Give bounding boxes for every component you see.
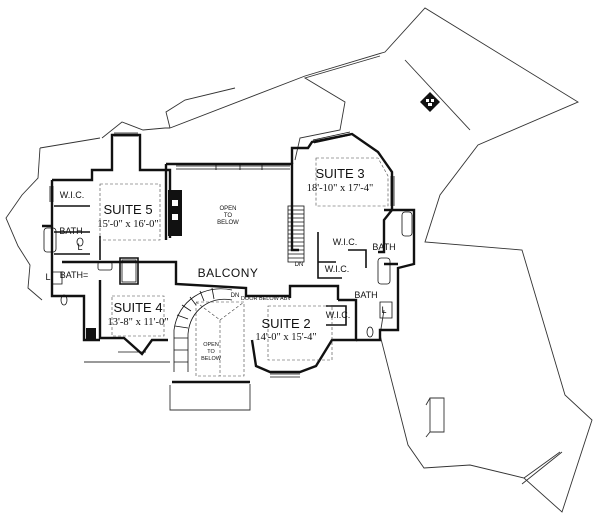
roof-outline bbox=[5, 7, 593, 513]
suite4-dims: 13'-8" x 11'-0" bbox=[108, 317, 169, 328]
windows bbox=[49, 131, 395, 378]
bathtub-icon bbox=[43, 227, 57, 253]
bath-label-shared: BATH= bbox=[60, 270, 89, 280]
sink-icon bbox=[121, 259, 137, 283]
balcony-label: BALCONY bbox=[198, 266, 259, 280]
floor-walls bbox=[42, 132, 416, 384]
curved-stairs bbox=[173, 287, 233, 372]
fixtures bbox=[43, 211, 413, 338]
l-label-left: L bbox=[45, 272, 50, 282]
sink-icon bbox=[97, 261, 113, 271]
l-label-suite5: L bbox=[77, 242, 82, 252]
toilet-icon bbox=[76, 237, 84, 247]
open-to-below-bottom-1: OPEN bbox=[203, 342, 219, 348]
suite5-dims: 15'-0" x 16'-0" bbox=[97, 219, 158, 230]
dn-label-curved: DN bbox=[231, 293, 240, 299]
l-label-suite2: L bbox=[381, 305, 386, 315]
room-labels: SUITE 5 15'-0" x 16'-0" SUITE 3 18'-10" … bbox=[45, 166, 395, 362]
wic-label-suite5: W.I.C. bbox=[60, 190, 85, 200]
suite2-dims: 14'-0" x 15'-4" bbox=[255, 332, 316, 343]
ceiling-lines bbox=[99, 157, 389, 377]
wic-label-suite3-a: W.I.C. bbox=[333, 237, 358, 247]
open-to-below-bottom-2: TO bbox=[207, 349, 215, 355]
suite5-name: SUITE 5 bbox=[103, 202, 152, 217]
wic-label-suite3-b: W.I.C. bbox=[325, 264, 350, 274]
bath-label-suite3: BATH bbox=[372, 242, 395, 252]
open-to-below-top-3: BELOW bbox=[217, 220, 239, 226]
fireplaces bbox=[86, 92, 440, 340]
suite3-dims: 18'-10" x 17'-4" bbox=[307, 183, 374, 194]
bathtub-icon bbox=[401, 211, 413, 237]
bath-label-suite5: BATH bbox=[59, 226, 82, 236]
suite2-name: SUITE 2 bbox=[261, 316, 310, 331]
chimney-icon bbox=[420, 92, 440, 112]
suite3-name: SUITE 3 bbox=[315, 166, 364, 181]
dn-label-stairs: DN bbox=[295, 262, 304, 268]
hall-note: DOOR BELOW ABV bbox=[241, 296, 291, 302]
straight-stairs bbox=[287, 205, 305, 263]
open-to-below-bottom-3: BELOW bbox=[201, 356, 222, 362]
open-to-below-top-2: TO bbox=[224, 213, 233, 219]
toilet-icon bbox=[366, 326, 374, 338]
fireplace-suite4 bbox=[86, 328, 96, 340]
bathtub-icon bbox=[377, 257, 391, 285]
suite4-name: SUITE 4 bbox=[113, 300, 162, 315]
open-to-below-top-1: OPEN bbox=[219, 206, 236, 212]
wic-label-suite2: W.I.C. bbox=[326, 310, 351, 320]
fireplace-suite5 bbox=[168, 190, 182, 236]
bath-label-suite2: BATH bbox=[354, 290, 377, 300]
toilet-icon bbox=[60, 294, 68, 306]
